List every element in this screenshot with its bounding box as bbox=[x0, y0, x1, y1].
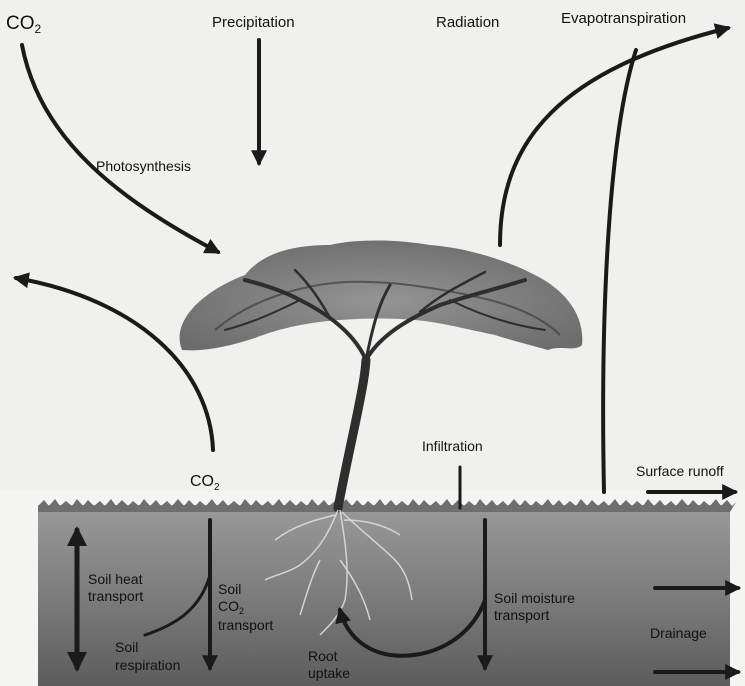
soil-moisture-transport-label-line2: transport bbox=[494, 607, 549, 623]
soil-respiration-label: Soil bbox=[115, 639, 138, 655]
soil-moisture-transport-label: Soil moisture bbox=[494, 590, 575, 606]
infiltration-label: Infiltration bbox=[422, 438, 483, 454]
drainage-label: Drainage bbox=[650, 625, 707, 641]
root-uptake-label: Root bbox=[308, 648, 338, 664]
evapotranspiration-label: Evapotranspiration bbox=[561, 10, 686, 27]
root-uptake-label-line2: uptake bbox=[308, 665, 350, 681]
surface-runoff-label: Surface runoff bbox=[636, 463, 724, 479]
precipitation-label: Precipitation bbox=[212, 14, 295, 31]
radiation-label: Radiation bbox=[436, 14, 499, 31]
soil-co2-transport-label-line3: transport bbox=[218, 617, 273, 633]
soil-heat-transport-label: Soil heat bbox=[88, 571, 143, 587]
soil-respiration-label-line2: respiration bbox=[115, 657, 180, 673]
photosynthesis-label: Photosynthesis bbox=[96, 158, 191, 174]
soil-co2-transport-label: Soil bbox=[218, 581, 241, 597]
soil-heat-transport-label-line2: transport bbox=[88, 588, 143, 604]
